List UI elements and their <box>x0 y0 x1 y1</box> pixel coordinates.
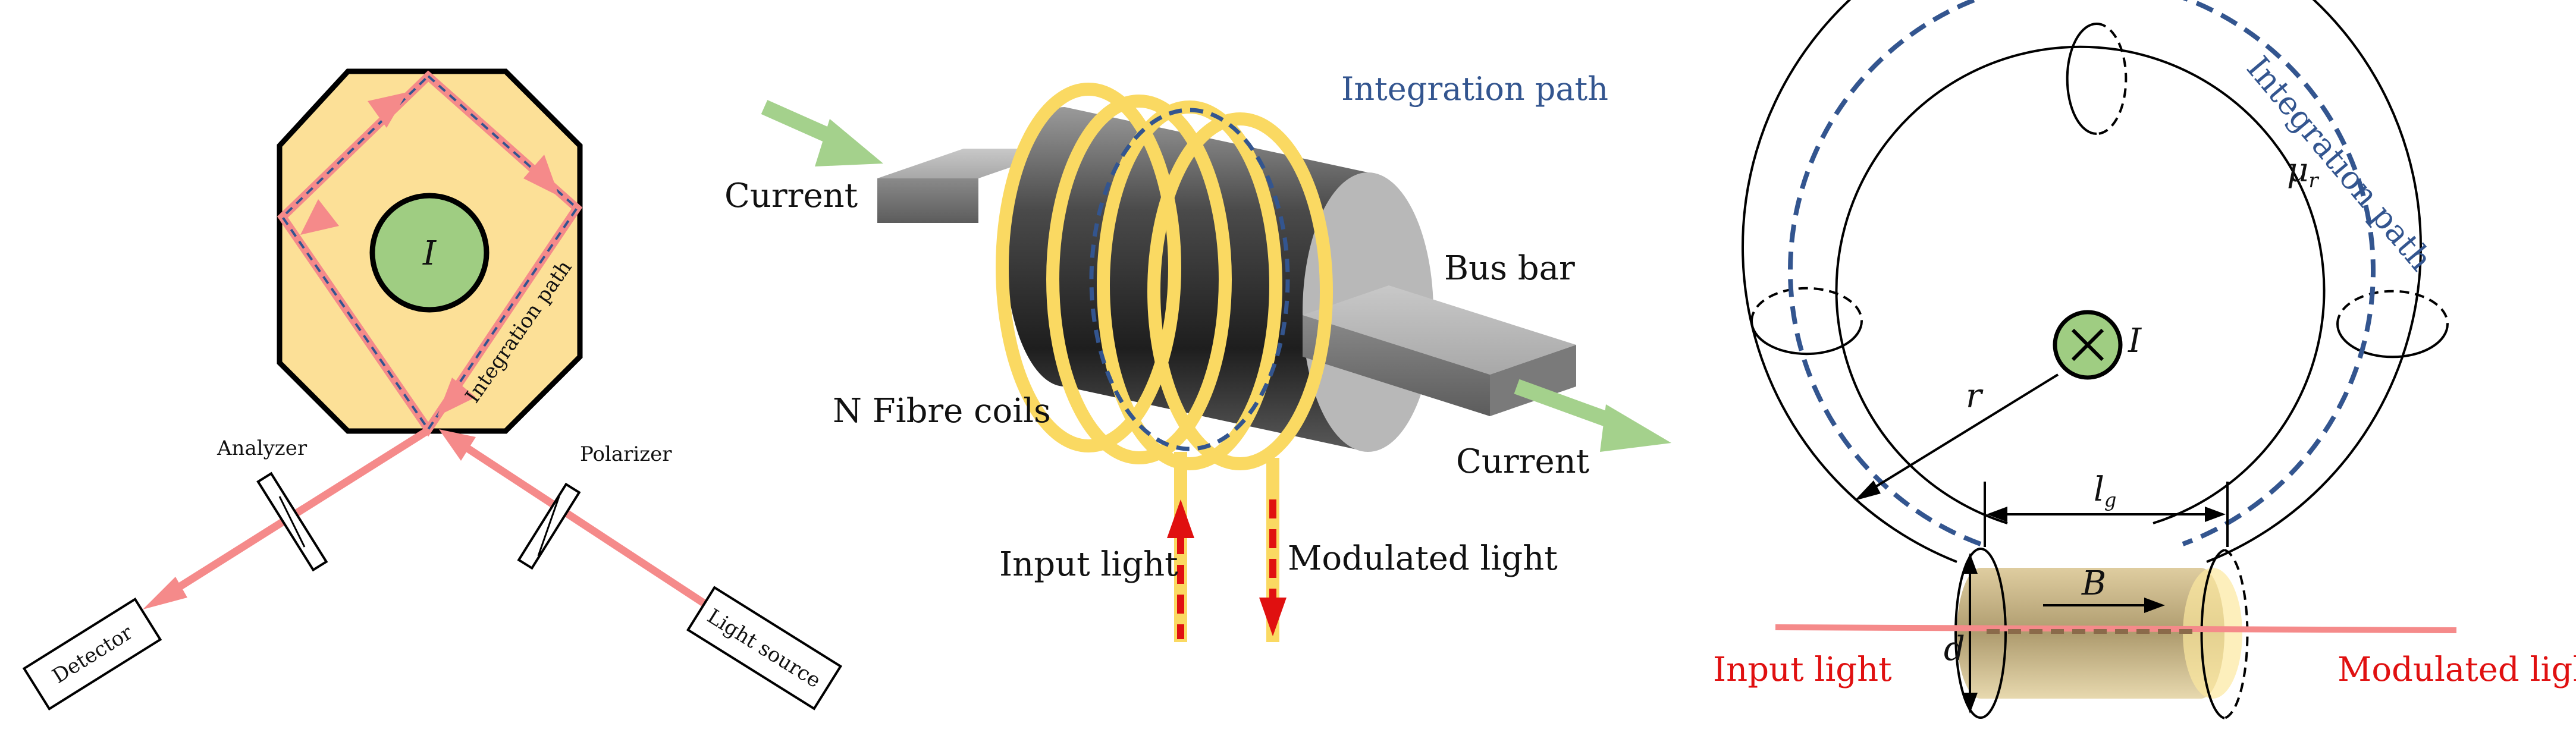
gap-face-right <box>2200 549 2225 719</box>
current-conductor <box>369 193 490 313</box>
diameter-arrow-bottom <box>1962 693 1978 713</box>
diameter-label: d <box>1944 630 1965 668</box>
light-beam-right <box>1775 624 2457 633</box>
light-source-box <box>686 586 843 711</box>
fibre-coil-1 <box>996 83 1181 452</box>
path-arrow-3 <box>437 378 476 416</box>
input-light-label-right: Input light <box>1713 650 1892 689</box>
toroid-outer-ring <box>1742 0 2422 563</box>
polarizer-label: Polarizer <box>580 442 672 466</box>
beam-arrow-detector <box>143 577 187 609</box>
fibre-coil-2 <box>1046 95 1232 464</box>
path-arrow-1 <box>368 92 407 128</box>
panel-right-toroid-sensor: I r μr Integration path lg d B In <box>1713 0 2576 719</box>
crystal-end-glow <box>2183 568 2242 699</box>
current-out-arrow-head <box>1600 404 1671 452</box>
into-page-cross-icon <box>2071 328 2104 362</box>
bus-bar-front-right <box>1303 315 1490 416</box>
radius-label: r <box>1966 377 1984 416</box>
current-in-label: Current <box>724 177 858 215</box>
current-label: I <box>422 234 437 273</box>
path-arrow-4 <box>300 199 339 235</box>
cross-section-right <box>2336 290 2449 359</box>
gap-face-left <box>1954 548 2007 719</box>
input-light-label: Input light <box>999 545 1178 584</box>
gap-label: lg <box>2094 470 2116 511</box>
field-label: B <box>2081 564 2106 603</box>
cylinder-body <box>1005 107 1368 452</box>
field-arrow-head <box>2144 598 2165 613</box>
panel-left-bulk-sensor: I Integration path Analyzer Polarizer De… <box>22 68 843 711</box>
current-out-label: Current <box>1456 442 1590 481</box>
panel-mid-fibre-sensor: Integration path Current Bus bar N Fibre… <box>724 70 1671 642</box>
crystal-cylinder <box>1957 568 2224 699</box>
integration-path-loop-dashed <box>281 74 579 432</box>
gap-arrow-right <box>2205 507 2226 522</box>
detector-box <box>22 598 162 711</box>
fibre-coil-3 <box>1097 100 1282 470</box>
beam-from-source <box>462 442 734 625</box>
fibre-coils-label: N Fibre coils <box>833 392 1051 430</box>
integration-path-toroid <box>1788 0 2376 546</box>
diameter-arrow-top <box>1962 553 1978 574</box>
analyzer-label: Analyzer <box>217 436 308 460</box>
cross-section-left <box>1750 287 1863 356</box>
radius-arrow <box>1863 373 2059 495</box>
bus-bar-front-left <box>877 178 978 223</box>
bus-bar-top-right <box>1303 285 1576 375</box>
input-light-arrow <box>1167 499 1194 538</box>
beam-arrow-source <box>439 429 476 461</box>
current-label-toroid: I <box>2128 322 2142 360</box>
current-out-arrow-shaft <box>1514 379 1618 430</box>
toroid-inner-ring <box>1835 45 2326 524</box>
polarizer-axis <box>537 496 560 557</box>
gap-arrow-left <box>1987 507 2007 522</box>
analyzer-axis <box>278 496 306 548</box>
integration-path-coil <box>1089 108 1290 451</box>
integration-path-label-mid: Integration path <box>1341 70 1608 108</box>
bus-bar-end-right <box>1490 345 1576 416</box>
radius-arrow-head <box>1855 480 1881 501</box>
bus-bar-label: Bus bar <box>1444 249 1575 288</box>
modulated-light-arrow <box>1259 598 1287 636</box>
gap-face-right-hidden <box>2224 549 2249 719</box>
fibre-coils <box>996 83 1333 470</box>
modulated-light-label: Modulated light <box>1288 539 1558 578</box>
path-arrow-2 <box>523 155 559 196</box>
current-in-arrow-head <box>815 119 883 166</box>
fibre-coil-4 <box>1147 112 1333 470</box>
mu-label: μr <box>2287 151 2319 193</box>
cross-section-top <box>2066 23 2128 135</box>
modulated-light-label-right: Modulated light <box>2337 650 2576 689</box>
